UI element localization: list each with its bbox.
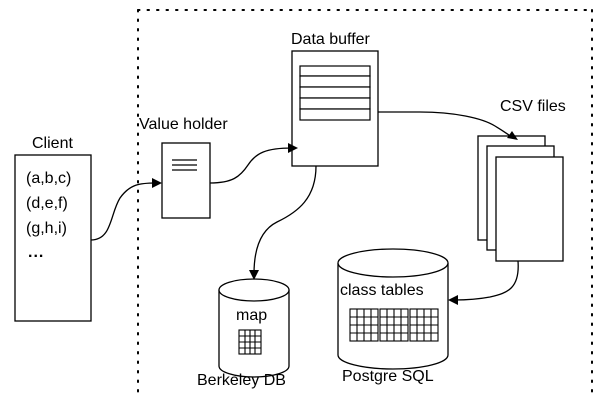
data-buffer-label: Data buffer bbox=[291, 31, 370, 48]
postgre-sql-label: Postgre SQL bbox=[342, 368, 434, 385]
map-label: map bbox=[236, 307, 268, 324]
client-box bbox=[14, 154, 92, 322]
client-row-1: (a,b,c) bbox=[26, 170, 72, 187]
csv-files-icon bbox=[477, 135, 564, 262]
arrowhead-postgre-sql bbox=[448, 295, 458, 305]
value-holder-label: Value holder bbox=[139, 116, 228, 133]
client-row-2: (d,e,f) bbox=[26, 195, 68, 212]
postgre-sql-cylinder bbox=[337, 248, 449, 370]
client-row-3: (g,h,i) bbox=[26, 220, 67, 237]
csv-files-label: CSV files bbox=[500, 98, 566, 115]
arrow-value-holder-to-data-buffer bbox=[209, 147, 293, 184]
arrowhead-data-buffer bbox=[288, 143, 298, 153]
data-buffer-icon bbox=[291, 50, 379, 167]
berkeley-db-cylinder bbox=[218, 278, 290, 378]
system-boundary bbox=[137, 9, 593, 399]
arrow-data-buffer-to-berkeley-db bbox=[253, 165, 317, 275]
value-holder-icon bbox=[161, 142, 211, 219]
class-tables-grid-icon bbox=[349, 308, 439, 342]
map-grid-icon bbox=[238, 329, 262, 355]
arrowhead-csv-files bbox=[507, 131, 518, 140]
arrow-data-buffer-to-csv-files bbox=[378, 111, 513, 138]
arrowhead-value-holder bbox=[152, 178, 162, 188]
berkeley-db-label: Berkeley DB bbox=[197, 372, 286, 389]
arrow-client-to-value-holder bbox=[90, 182, 157, 241]
class-tables-label: class tables bbox=[340, 282, 424, 299]
arrow-csv-files-to-postgre-sql bbox=[453, 260, 519, 301]
client-label: Client bbox=[32, 135, 73, 152]
client-ellipsis: ... bbox=[28, 244, 45, 261]
arrowhead-berkeley-db bbox=[249, 270, 259, 280]
